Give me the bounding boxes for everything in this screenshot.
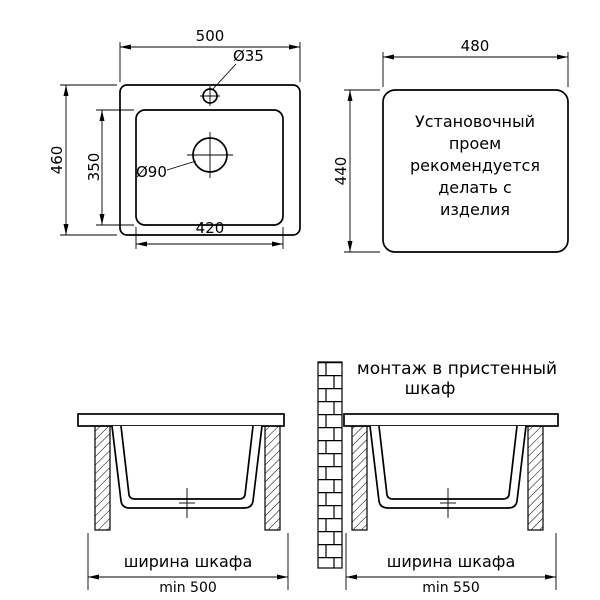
drain-label: Ø90 bbox=[136, 163, 167, 181]
cross-section-floor-cabinet: ширина шкафа min 500 bbox=[77, 413, 289, 596]
sink-flange-section bbox=[77, 413, 285, 427]
sink-top-view: 500 Ø35 460 350 Ø90 bbox=[48, 27, 301, 249]
dim-420-label: 420 bbox=[196, 219, 225, 237]
brick-wall bbox=[317, 361, 343, 569]
sink-flange-section-wall bbox=[343, 413, 559, 427]
dim-500: 500 bbox=[119, 27, 301, 82]
dim-350: 350 bbox=[85, 109, 134, 226]
wall-mount-title-line1: монтаж в пристенный bbox=[357, 359, 557, 379]
faucet-leader-line bbox=[212, 63, 237, 90]
cabinet-min-width-right: min 550 bbox=[422, 580, 480, 596]
cutout-note-line5: изделия bbox=[440, 200, 510, 219]
cutout-note-line1: Установочный bbox=[415, 112, 535, 131]
cutout-outline bbox=[382, 89, 569, 253]
dim-440-label: 440 bbox=[332, 157, 350, 186]
drain-leader-line bbox=[166, 160, 197, 171]
dim-460-label: 460 bbox=[48, 146, 66, 175]
wall-mount-title-line2: шкаф bbox=[405, 379, 456, 399]
wall-mount-title: монтаж в пристенный шкаф bbox=[357, 359, 557, 399]
faucet-dim: Ø35 bbox=[212, 47, 264, 90]
cutout-note-line3: рекомендуется bbox=[410, 156, 540, 175]
dim-420: 420 bbox=[135, 219, 284, 249]
dim-440: 440 bbox=[332, 89, 380, 253]
cutout-note: Установочный проем рекомендуется делать … bbox=[410, 112, 540, 219]
faucet-label: Ø35 bbox=[233, 47, 264, 65]
cutout-drawing: 480 440 Установочный проем рекомендуется… bbox=[332, 37, 569, 253]
cutout-note-line2: проем bbox=[449, 134, 501, 153]
drain-dim: Ø90 bbox=[136, 160, 197, 181]
cross-section-wall-cabinet: монтаж в пристенный шкаф ширина шкафа mi… bbox=[317, 359, 559, 596]
cabinet-left-panel bbox=[94, 425, 111, 531]
dim-min-500: ширина шкафа min 500 bbox=[87, 533, 289, 596]
cabinet-right-panel bbox=[264, 425, 281, 531]
wall-cabinet-right-panel bbox=[527, 425, 544, 531]
dim-min-550: ширина шкафа min 550 bbox=[345, 533, 557, 596]
cabinet-width-label-right: ширина шкафа bbox=[387, 552, 516, 571]
sink-bowl-outline bbox=[135, 109, 284, 226]
faucet-hole bbox=[200, 86, 220, 106]
dim-460: 460 bbox=[48, 84, 117, 236]
cabinet-min-width-left: min 500 bbox=[159, 580, 217, 596]
drain-hole bbox=[187, 132, 233, 178]
cutout-note-line4: делать с bbox=[438, 178, 512, 197]
dim-480: 480 bbox=[382, 37, 569, 87]
wall-cabinet-left-panel bbox=[351, 425, 368, 531]
dim-350-label: 350 bbox=[85, 153, 103, 182]
dim-480-label: 480 bbox=[461, 37, 490, 55]
cabinet-width-label-left: ширина шкафа bbox=[124, 552, 253, 571]
dim-500-label: 500 bbox=[196, 27, 225, 45]
